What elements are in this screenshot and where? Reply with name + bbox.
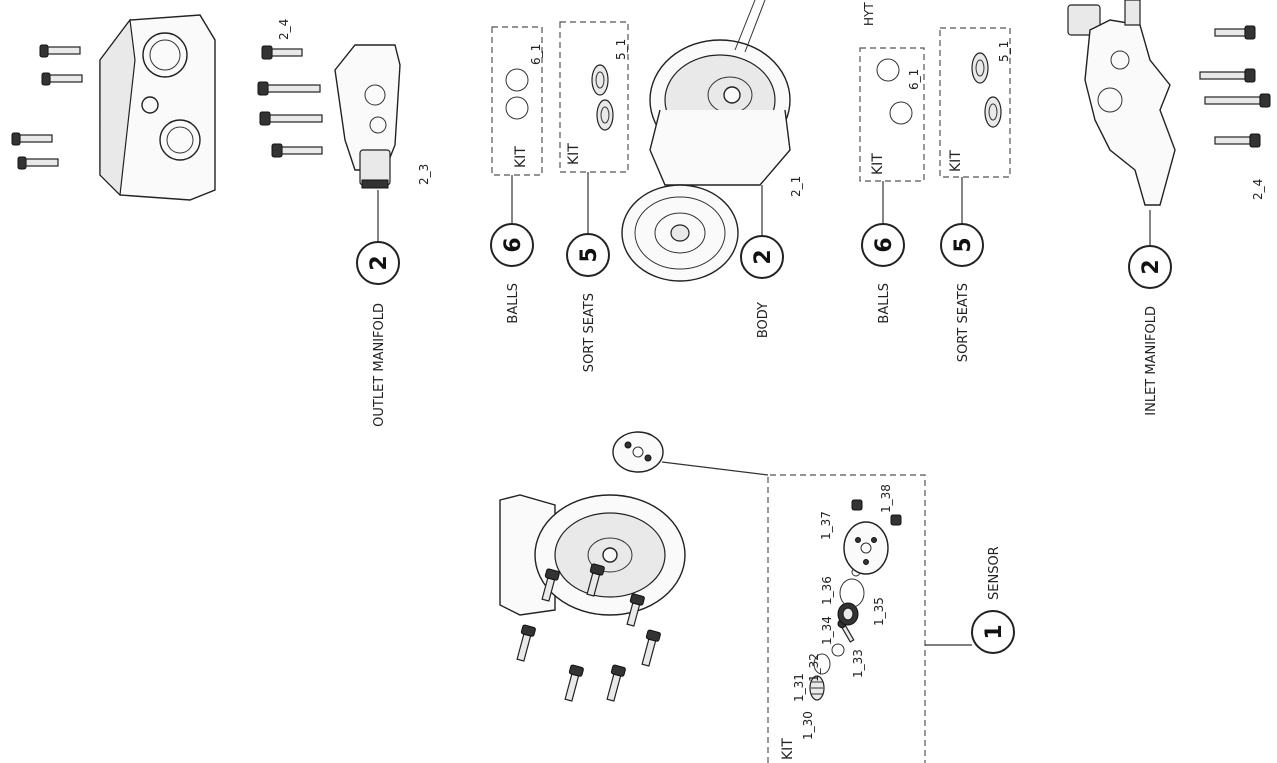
sensor-part-1-36: 1_36	[820, 576, 834, 605]
inlet-manifold-number: 2	[1139, 259, 1164, 274]
sensor-bolts	[516, 563, 661, 702]
inlet-manifold-part	[1067, 0, 1176, 206]
ball-icon	[876, 58, 900, 82]
outlet-manifold-name: OUTLET MANIFOLD	[372, 303, 387, 427]
seats-kit-box-left	[559, 21, 629, 173]
seat-icon	[591, 64, 609, 96]
balls-kit-box-left	[491, 26, 543, 176]
sensor-housing	[499, 494, 686, 616]
sensor-part-1-35: 1_35	[872, 597, 886, 626]
seats-number-right: 5	[951, 237, 976, 252]
balls-name-right: BALLS	[877, 283, 892, 324]
ball-icon	[505, 96, 529, 120]
body-housing	[649, 0, 791, 186]
balls-kit-part-label-right: 6_1	[907, 69, 921, 90]
balls-kit-label-left: KIT	[513, 146, 529, 168]
sensor-part-1-34: 1_34	[820, 616, 834, 645]
sensor-cap	[612, 431, 664, 473]
ball-icon	[889, 101, 913, 125]
sensor-name: SENSOR	[987, 546, 1002, 600]
seats-kit-part-label-right: 5_1	[997, 41, 1011, 62]
balls-kit-part-label-left: 6_1	[529, 44, 543, 65]
seat-icon	[596, 99, 614, 131]
balls-kit-box-right	[859, 47, 925, 182]
seats-name-left: SORT SEATS	[582, 293, 597, 372]
body-number: 2	[751, 249, 776, 264]
seats-callout-left	[566, 233, 610, 277]
sensor-callout	[971, 610, 1015, 654]
seats-kit-part-label-left: 5_1	[614, 39, 628, 60]
sensor-part-1-37: 1_37	[819, 511, 833, 540]
diaphragm	[621, 184, 739, 282]
body-partial-label: HYT	[862, 2, 876, 26]
sensor-kit-box	[767, 474, 926, 763]
sensor-part-1-30: 1_30	[801, 711, 815, 740]
outlet-manifold-part	[334, 44, 401, 189]
seat-icon	[971, 52, 989, 84]
outlet-manifold-housing	[99, 14, 216, 201]
sensor-part-1-31: 1_31	[792, 673, 806, 702]
inlet-manifold-name: INLET MANIFOLD	[1144, 306, 1159, 416]
balls-number-right: 6	[872, 237, 897, 252]
body-part-label: 2_1	[789, 176, 803, 197]
balls-kit-label-right: KIT	[870, 153, 886, 175]
body-name: BODY	[756, 302, 771, 338]
seat-icon	[984, 96, 1002, 128]
balls-number-left: 6	[501, 237, 526, 252]
sensor-cap-leader	[661, 461, 769, 476]
outlet-manifold-part-label-b: 2_3	[417, 164, 431, 185]
inlet-manifold-bolts	[1199, 25, 1271, 148]
sensor-plate-icon	[843, 521, 889, 575]
seats-kit-label-right: KIT	[948, 150, 964, 172]
seats-callout-right	[940, 223, 984, 267]
outlet-manifold-part-label-a: 2_4	[277, 19, 291, 40]
seats-name-right: SORT SEATS	[956, 283, 971, 362]
balls-callout-left	[490, 223, 534, 267]
sensor-part-1-38: 1_38	[879, 484, 893, 513]
outlet-manifold-number: 2	[367, 255, 392, 270]
outlet-manifold-bolts	[257, 45, 323, 158]
outlet-manifold-callout	[356, 241, 400, 285]
outlet-manifold-screws	[11, 44, 83, 170]
balls-callout-right	[861, 223, 905, 267]
sensor-part-1-32: 1_32	[807, 653, 821, 682]
sensor-kit-parts	[809, 499, 902, 701]
balls-name-left: BALLS	[506, 283, 521, 324]
inlet-manifold-callout	[1128, 245, 1172, 289]
body-callout	[740, 235, 784, 279]
ball-icon	[505, 68, 529, 92]
seats-kit-label-left: KIT	[566, 143, 582, 165]
seats-kit-box-right	[939, 27, 1011, 178]
sensor-part-1-33: 1_33	[851, 649, 865, 678]
sensor-kit-label: KIT	[780, 738, 796, 760]
seats-number-left: 5	[577, 247, 602, 262]
sensor-number: 1	[982, 624, 1007, 639]
inlet-manifold-part-label: 2_4	[1251, 179, 1265, 200]
